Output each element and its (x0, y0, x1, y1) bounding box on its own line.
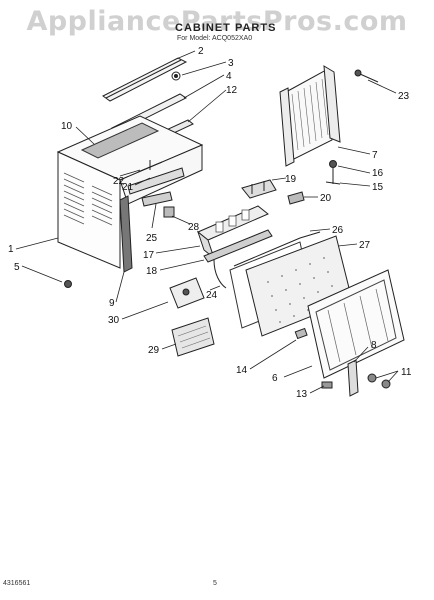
diagram-title: CABINET PARTS (175, 22, 277, 34)
leader-lines (15, 50, 399, 394)
callout-10: 10 (61, 121, 73, 132)
callout-6: 6 (272, 373, 278, 384)
page-number: 5 (213, 580, 217, 587)
callout-18: 18 (146, 266, 158, 277)
part-16-screw (329, 160, 337, 168)
part-13-clip (321, 381, 333, 389)
part-14-insert (294, 327, 308, 340)
callout-14: 14 (236, 365, 248, 376)
part-11-fasteners (367, 373, 391, 389)
callout-24: 24 (206, 290, 218, 301)
callout-2: 2 (198, 46, 204, 57)
callout-17: 17 (143, 250, 155, 261)
part-20-clip (287, 191, 305, 205)
callout-30: 30 (108, 315, 120, 326)
callout-23: 23 (398, 91, 410, 102)
part-25-bracket (141, 191, 173, 207)
callout-1: 1 (8, 244, 14, 255)
callout-13: 13 (296, 389, 308, 400)
callout-8: 8 (371, 340, 377, 351)
callout-7: 7 (372, 150, 378, 161)
part-3-nut (171, 71, 181, 81)
part-7-side-curtain (279, 65, 341, 167)
part-28-clip (163, 206, 175, 218)
part-29-panel (171, 317, 215, 357)
callout-3: 3 (228, 58, 234, 69)
callout-28: 28 (188, 222, 200, 233)
callout-5: 5 (14, 262, 20, 273)
callout-27: 27 (359, 240, 371, 251)
part-18-mount-rail (203, 229, 273, 263)
part-5-screw (64, 280, 72, 288)
diagram-subtitle: For Model: ACQ052XA0 (177, 35, 253, 42)
document-number: 4316561 (3, 580, 31, 587)
part-17-control-housing (196, 205, 269, 260)
callout-19: 19 (285, 174, 297, 185)
callout-26: 26 (332, 225, 344, 236)
callout-16: 16 (372, 168, 384, 179)
watermark: AppliancePartsPros.com (26, 6, 408, 37)
part-8-bracket (347, 359, 359, 397)
callout-22: 22 (113, 176, 125, 187)
part-2-top-rail (102, 57, 188, 102)
callout-15: 15 (372, 182, 384, 193)
callout-4: 4 (226, 71, 232, 82)
part-6-front-grille (307, 269, 405, 379)
callout-29: 29 (148, 345, 160, 356)
part-21-bracket (127, 167, 185, 195)
part-30-switch (169, 277, 205, 309)
callout-11: 11 (401, 367, 412, 378)
part-24-cable (213, 259, 227, 289)
callout-25: 25 (146, 233, 158, 244)
part-15-bracket (325, 168, 341, 185)
part-22-bracket (137, 160, 163, 173)
part-19-bracket (241, 179, 277, 199)
part-23-screw (354, 69, 379, 83)
callout-12: 12 (226, 85, 238, 96)
callout-9: 9 (109, 298, 115, 309)
callout-21: 21 (122, 182, 134, 193)
callout-20: 20 (320, 193, 332, 204)
